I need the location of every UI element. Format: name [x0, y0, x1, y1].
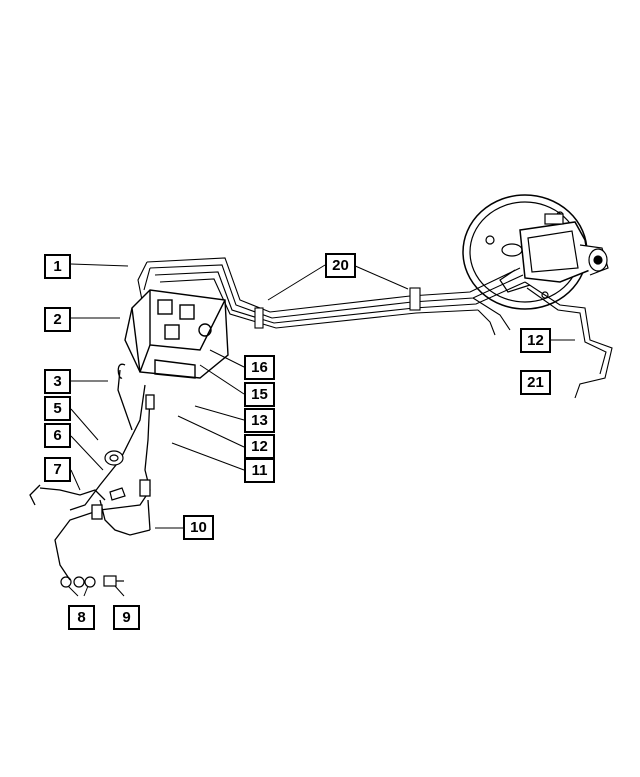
- callout-label: 15: [251, 386, 268, 403]
- callout-label: 6: [53, 427, 62, 444]
- callout-15: 15: [244, 382, 275, 407]
- callout-8: 8: [68, 605, 95, 630]
- master-cylinder: [499, 213, 609, 293]
- grommet: [104, 450, 124, 466]
- callout-6: 6: [44, 423, 71, 448]
- nuts: [60, 576, 96, 588]
- callout-11: 11: [244, 458, 275, 483]
- callout-label: 1: [53, 258, 62, 275]
- callout-20: 20: [325, 253, 356, 278]
- callout-label: 20: [332, 257, 349, 274]
- callout-16: 16: [244, 355, 275, 380]
- callout-2: 2: [44, 307, 71, 332]
- callout-label: 2: [53, 311, 62, 328]
- bolt: [103, 575, 124, 587]
- callout-21: 21: [520, 370, 551, 395]
- callout-3: 3: [44, 369, 71, 394]
- callout-label: 13: [251, 412, 268, 429]
- callout-label: 21: [527, 374, 544, 391]
- callout-label: 9: [122, 609, 131, 626]
- leader-lines: [67, 263, 575, 597]
- callout-10: 10: [183, 515, 214, 540]
- clip: [109, 487, 126, 501]
- abs-modulator: [124, 289, 229, 379]
- callout-12-right: 12: [520, 328, 551, 353]
- callout-1: 1: [44, 254, 71, 279]
- callout-9: 9: [113, 605, 140, 630]
- callout-label: 5: [53, 400, 62, 417]
- brake-line-bundle: [137, 257, 613, 399]
- callout-label: 10: [190, 519, 207, 536]
- callout-label: 7: [53, 461, 62, 478]
- callout-label: 16: [251, 359, 268, 376]
- callout-12: 12: [244, 434, 275, 459]
- callout-7: 7: [44, 457, 71, 482]
- callout-label: 12: [251, 438, 268, 455]
- callout-5: 5: [44, 396, 71, 421]
- callout-13: 13: [244, 408, 275, 433]
- callout-label: 3: [53, 373, 62, 390]
- callout-label: 8: [77, 609, 86, 626]
- callout-label: 11: [251, 462, 268, 479]
- callout-label: 12: [527, 332, 544, 349]
